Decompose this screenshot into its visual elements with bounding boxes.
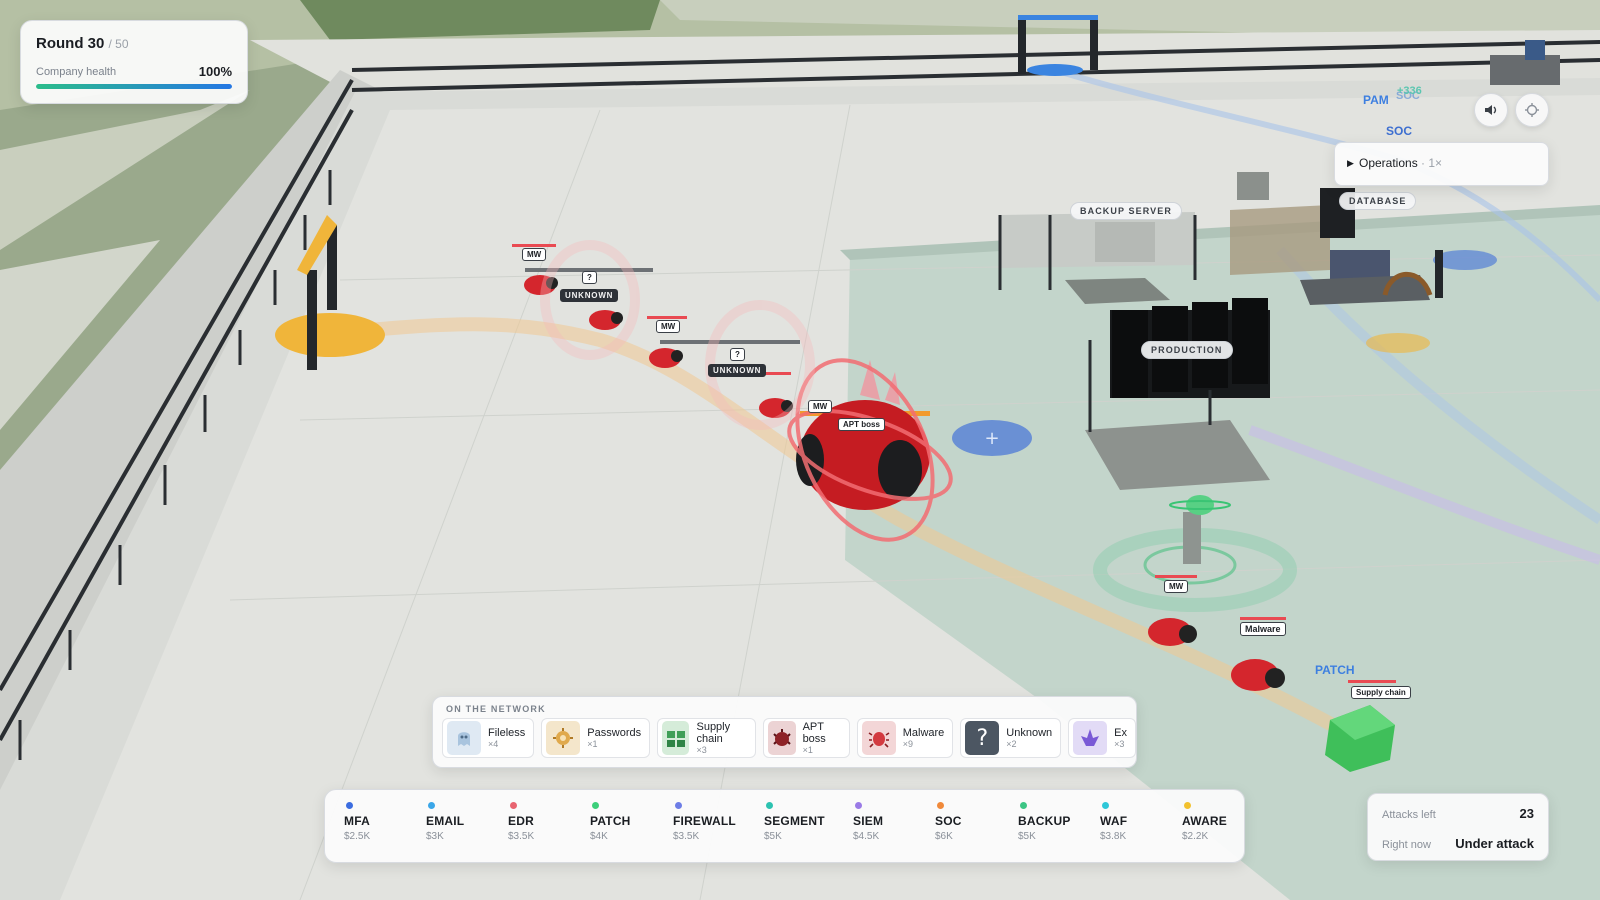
defense-button-soc[interactable]: SOC $6K (935, 802, 962, 842)
status-dot (937, 802, 944, 809)
status-dot (1184, 802, 1191, 809)
question-icon: ? (965, 721, 1000, 755)
defense-button-waf[interactable]: WAF $3.8K (1100, 802, 1127, 842)
key-icon (546, 721, 581, 755)
speaker-icon (1485, 105, 1497, 115)
right-now-row: Right now Under attack (1382, 836, 1534, 851)
threat-card-supply-chain[interactable]: Supply chain×3 (657, 718, 757, 758)
floating-score: +336 (1397, 85, 1422, 97)
enemy-tag-mw: MW (808, 400, 833, 413)
defense-button-firewall[interactable]: FIREWALL $3.5K (673, 802, 736, 842)
enemy-tag-question: ? (730, 348, 745, 361)
attacks-left-value: 23 (1519, 806, 1534, 821)
attacks-left-label: Attacks left (1382, 809, 1436, 821)
defense-button-segment[interactable]: SEGMENT $5K (764, 802, 825, 842)
defense-button-email[interactable]: EMAIL $3K (426, 802, 464, 842)
network-panel-title: ON THE NETWORK (446, 704, 546, 714)
floating-pam-label: PAM (1363, 93, 1389, 107)
status-dot (855, 802, 862, 809)
boss-icon (768, 721, 796, 755)
health-bar-fill (36, 84, 232, 89)
enemy-tag-mw: MW (522, 248, 547, 261)
health-value: 100% (198, 64, 232, 79)
sound-toggle-button[interactable] (1474, 93, 1508, 127)
bug-icon (861, 721, 896, 755)
defense-button-siem[interactable]: SIEM $4.5K (853, 802, 883, 842)
status-dot (766, 802, 773, 809)
enemy-tag-mw: MW (656, 320, 681, 333)
operations-speed: · 1× (1421, 156, 1443, 170)
enemy-tag-question: ? (582, 271, 597, 284)
threat-card-passwords[interactable]: Passwords×1 (541, 718, 651, 758)
threat-card-unknown[interactable]: ? Unknown×2 (960, 718, 1062, 758)
zone-label-backup-server: BACKUP SERVER (1070, 202, 1182, 220)
enemy-tag-apt-boss: APT boss (838, 418, 885, 431)
enemy-tag-supply-chain: Supply chain (1351, 686, 1411, 699)
enemy-tag-malware: Malware (1240, 622, 1286, 636)
triangle-right-icon: ▶ (1347, 158, 1354, 168)
status-dot (510, 802, 517, 809)
svg-text:+: + (984, 428, 999, 449)
floating-patch-label: PATCH (1315, 663, 1355, 677)
right-now-label: Right now (1382, 839, 1431, 851)
round-health-panel: Round 30 / 50 Company health 100% (20, 20, 248, 104)
floating-soc-label: SOC (1396, 90, 1420, 102)
defense-button-patch[interactable]: PATCH $4K (590, 802, 631, 842)
threat-card-fileless[interactable]: Fileless×4 (442, 718, 535, 758)
round-indicator: Round 30 / 50 (36, 35, 129, 52)
defense-button-mfa[interactable]: MFA $2.5K (344, 802, 370, 842)
floating-soc-label-2: SOC (1386, 124, 1413, 138)
health-label: Company health (36, 66, 117, 78)
on-the-network-panel: ON THE NETWORK Fileless×4 Passwords×1 Su… (432, 696, 1137, 768)
right-now-value: Under attack (1455, 836, 1534, 851)
enemy-tag-unknown: UNKNOWN (560, 289, 619, 302)
enemy-tag-mw: MW (1164, 580, 1189, 593)
zone-label-production: PRODUCTION (1141, 341, 1233, 359)
defense-button-aware[interactable]: AWARE $2.2K (1182, 802, 1227, 842)
crosshair-icon (1525, 103, 1539, 117)
status-dot (1020, 802, 1027, 809)
status-dot (346, 802, 353, 809)
threat-card-apt-boss[interactable]: APT boss×1 (763, 718, 850, 758)
attacks-left-row: Attacks left 23 (1382, 806, 1534, 821)
enemy-tag-unknown: UNKNOWN (708, 364, 767, 377)
defense-button-edr[interactable]: EDR $3.5K (508, 802, 534, 842)
operations-toggle[interactable]: ▶ Operations · 1× (1334, 142, 1549, 186)
threat-card-malware[interactable]: Malware×9 (856, 718, 954, 758)
status-dot (428, 802, 435, 809)
status-dot (592, 802, 599, 809)
health-bar (36, 84, 232, 89)
attack-status-panel: Attacks left 23 Right now Under attack (1367, 793, 1549, 861)
exploit-icon (1073, 721, 1108, 755)
threat-list: Fileless×4 Passwords×1 Supply chain×3 AP… (442, 718, 1136, 758)
defense-button-backup[interactable]: BACKUP $5K (1018, 802, 1071, 842)
crate-icon (662, 721, 690, 755)
operations-label: Operations (1359, 156, 1418, 170)
defense-shop-bar: MFA $2.5K EMAIL $3K EDR $3.5K PATCH $4K … (324, 789, 1245, 863)
threat-card-exploit[interactable]: Ex×3 (1068, 718, 1136, 758)
status-dot (1102, 802, 1109, 809)
ghost-icon (447, 721, 481, 755)
status-dot (675, 802, 682, 809)
zone-label-database: DATABASE (1339, 192, 1417, 210)
recenter-button[interactable] (1515, 93, 1549, 127)
